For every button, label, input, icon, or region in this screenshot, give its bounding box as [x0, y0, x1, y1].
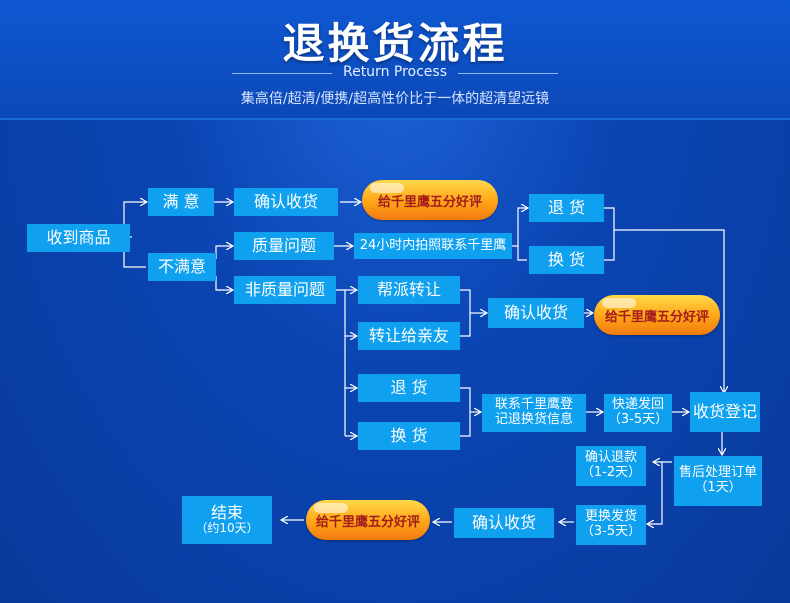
header-banner [0, 0, 790, 120]
page-description: 集高倍/超清/便携/超高性价比于一体的超清望远镜 [240, 91, 550, 107]
end-line1: 结束 [210, 502, 243, 522]
ship-exchange-line2: （3-5天） [580, 524, 642, 539]
node-exchange-1: 换 货 [529, 246, 604, 274]
node-receipt-register: 收货登记 [690, 392, 760, 432]
good-review-label-1: 给千里鹰五分好评 [377, 194, 482, 210]
node-unsatisfied: 不满意 [148, 253, 216, 281]
good-review-label-2: 给千里鹰五分好评 [604, 309, 709, 325]
register-info-line2: 记退换货信息 [494, 412, 573, 427]
node-return-1: 退 货 [529, 194, 604, 222]
good-review-badge-1: 给千里鹰五分好评 [362, 180, 498, 220]
node-satisfied: 满 意 [148, 188, 214, 216]
node-process-order: 售后处理订单 （1天） [674, 456, 762, 506]
node-confirm-receipt-2: 确认收货 [488, 298, 584, 328]
node-transfer-friend: 转让给亲友 [358, 322, 460, 350]
process-order-line2: （1天） [694, 480, 742, 495]
node-express-return: 快递发回 （3-5天） [604, 394, 672, 432]
node-ship-exchange: 更换发货 （3-5天） [576, 505, 646, 545]
node-return-2: 退 货 [358, 374, 460, 402]
node-quality-issue: 质量问题 [234, 232, 334, 260]
ship-exchange-line1: 更换发货 [584, 509, 637, 525]
page-subtitle: Return Process [342, 64, 447, 80]
node-register-info: 联系千里鹰登 记退换货信息 [482, 394, 586, 432]
node-exchange-2: 换 货 [358, 422, 460, 450]
good-review-label-3: 给千里鹰五分好评 [315, 514, 420, 530]
node-confirm-refund: 确认退款 （1-2天） [576, 446, 646, 486]
subtitle-rule-right [458, 73, 558, 74]
subtitle-rule-left [232, 73, 332, 74]
good-review-badge-2: 给千里鹰五分好评 [594, 295, 720, 335]
page-title: 退换货流程 [282, 19, 508, 68]
good-review-badge-3: 给千里鹰五分好评 [306, 500, 430, 540]
node-end: 结束 （约10天） [182, 496, 272, 544]
confirm-refund-line1: 确认退款 [584, 450, 637, 466]
node-help-resell: 帮派转让 [358, 276, 460, 304]
express-return-line2: （3-5天） [607, 412, 669, 427]
end-line2: （约10天） [195, 521, 259, 536]
express-return-line1: 快递发回 [611, 397, 664, 413]
node-confirm-receipt-3: 确认收货 [454, 508, 554, 538]
node-photo-contact: 24小时内拍照联系千里鹰 [354, 233, 512, 259]
node-non-quality-issue: 非质量问题 [234, 276, 336, 304]
confirm-refund-line2: （1-2天） [580, 465, 642, 480]
node-confirm-receipt-1: 确认收货 [234, 188, 338, 216]
process-order-line1: 售后处理订单 [678, 465, 757, 481]
register-info-line1: 联系千里鹰登 [494, 397, 573, 413]
node-receive: 收到商品 [27, 224, 130, 252]
